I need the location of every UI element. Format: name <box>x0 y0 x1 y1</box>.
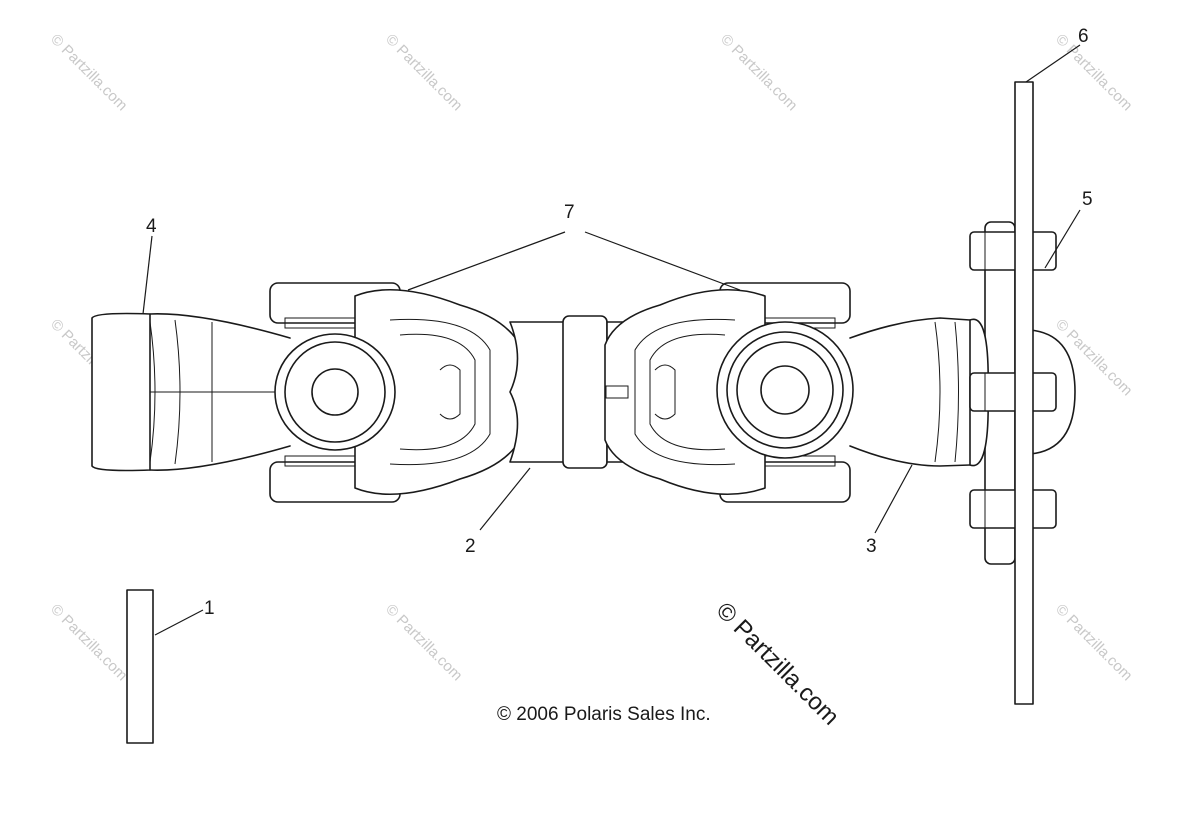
callouts: 1 2 3 4 5 6 7 <box>146 26 1093 619</box>
left-u-joint <box>269 282 521 503</box>
right-u-joint <box>604 282 854 503</box>
part-6-plate <box>1014 81 1034 705</box>
callout-4: 4 <box>146 216 157 237</box>
watermark: © Partzilla.com <box>382 601 465 684</box>
part-5-bolts <box>969 231 1057 529</box>
callout-1: 1 <box>204 598 215 619</box>
watermark: © Partzilla.com <box>1052 31 1135 114</box>
partzilla-logo: © Partzilla.com <box>711 597 844 730</box>
watermark: © Partzilla.com <box>382 31 465 114</box>
part-4-yoke <box>91 312 291 472</box>
callout-7: 7 <box>564 202 575 223</box>
copyright-text: © 2006 Polaris Sales Inc. <box>497 704 711 725</box>
callout-6: 6 <box>1078 26 1089 47</box>
watermark: © Partzilla.com <box>717 31 800 114</box>
watermark: © Partzilla.com <box>47 601 130 684</box>
callout-2: 2 <box>465 536 476 557</box>
callout-5: 5 <box>1082 189 1093 210</box>
leader-lines <box>142 44 1081 636</box>
watermark: © Partzilla.com <box>47 31 130 114</box>
callout-3: 3 <box>866 536 877 557</box>
part-3-yoke-arm <box>849 317 971 467</box>
watermark: © Partzilla.com <box>1052 601 1135 684</box>
part-1-plate <box>126 589 154 744</box>
